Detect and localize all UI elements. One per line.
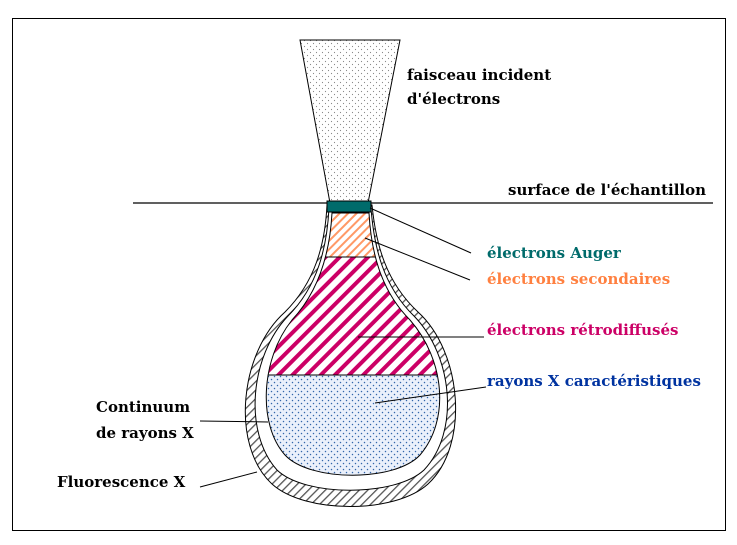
fluorescence-leader <box>200 472 257 487</box>
beam-label-line1: faisceau incident <box>407 65 551 85</box>
xray-char-label: rayons X caractéristiques <box>487 371 701 391</box>
secondary-label: électrons secondaires <box>487 269 670 289</box>
surface-label: surface de l'échantillon <box>508 180 706 200</box>
backscattered-label: électrons rétrodiffusés <box>487 320 678 340</box>
fluorescence-label: Fluorescence X <box>57 472 185 492</box>
auger-label: électrons Auger <box>487 243 621 263</box>
continuum-label-line1: Continuum <box>96 397 190 417</box>
auger-electrons-zone <box>327 201 371 212</box>
continuum-label-line2: de rayons X <box>96 423 194 443</box>
incident-beam <box>300 40 400 203</box>
secondary-electrons-zone <box>240 213 480 258</box>
beam-label-line2: d'électrons <box>407 89 500 109</box>
